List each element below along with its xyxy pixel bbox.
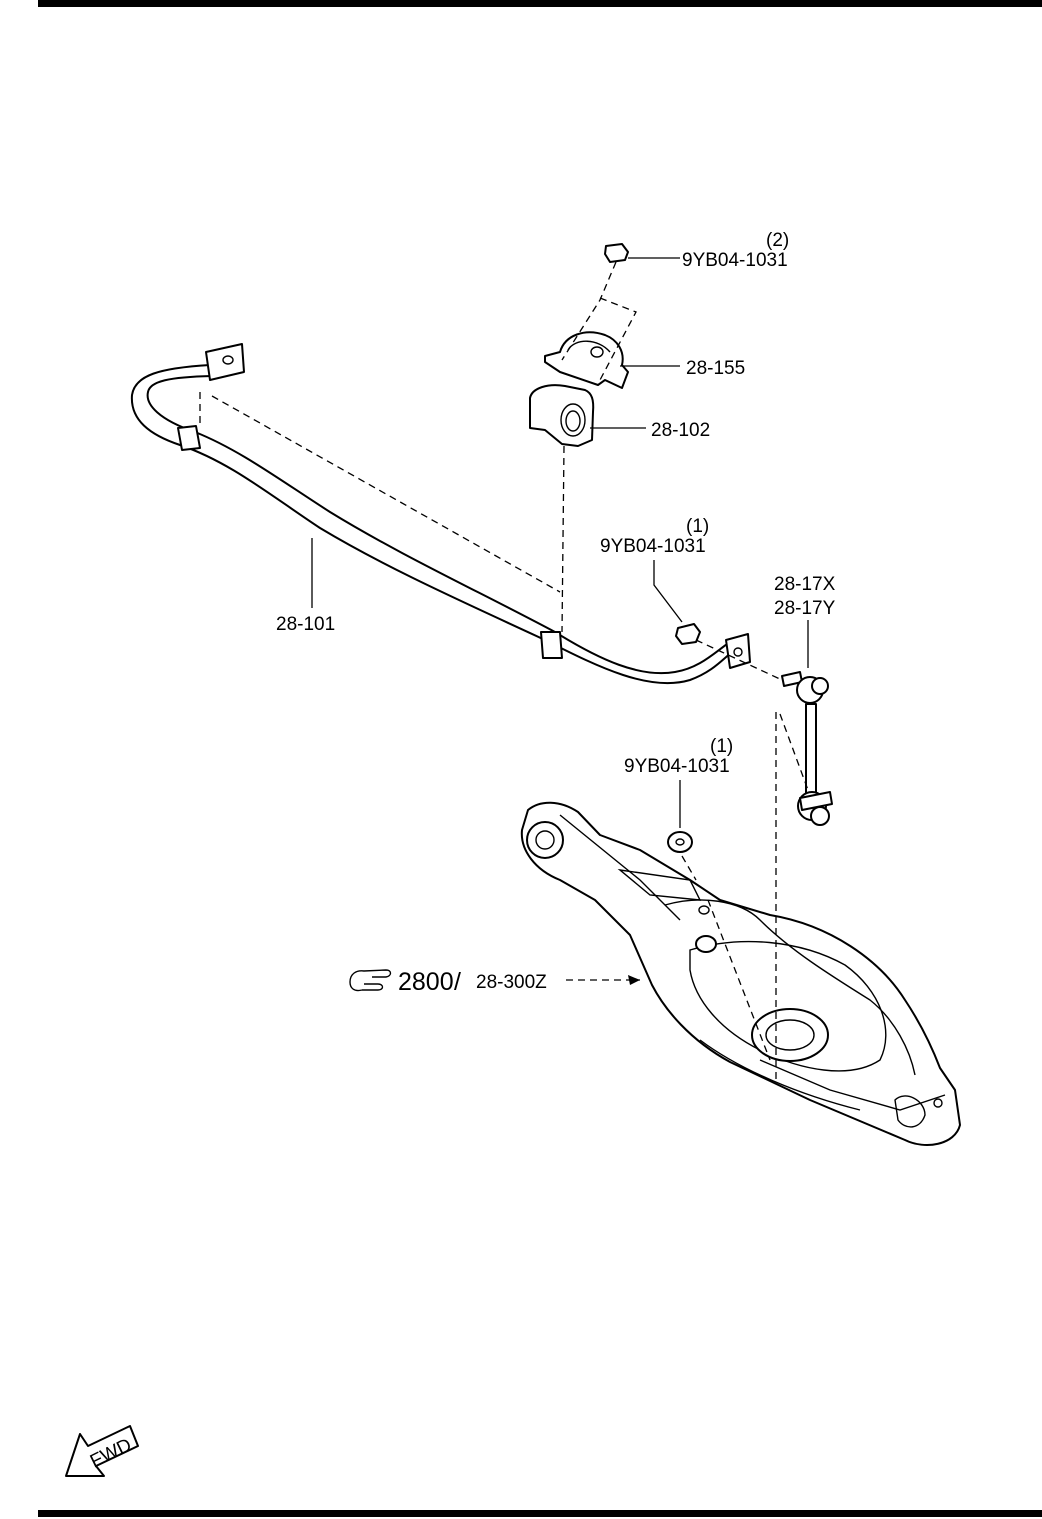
qty-label: (1)	[710, 736, 733, 757]
part-number-x-label: 28-17X	[774, 574, 836, 595]
qty-label: (2)	[766, 230, 789, 251]
part-number-label: 28-300Z	[476, 972, 547, 993]
callout-bushing: 28-102	[651, 420, 710, 441]
part-number-y-label: 28-17Y	[774, 598, 836, 619]
part-number-label: 9YB04-1031	[600, 536, 706, 557]
callout-lower-arm[interactable]: 2800 / 28-300Z	[349, 968, 547, 996]
lower-control-arm[interactable]	[520, 801, 961, 1146]
svg-text:/: /	[454, 968, 461, 996]
fwd-arrow-icon: FWD	[65, 1425, 139, 1477]
flange-nut-mid[interactable]	[675, 623, 701, 645]
callout-stabilizer: 28-101	[276, 614, 335, 635]
installation-guides	[199, 261, 809, 1080]
flange-nut-top[interactable]	[604, 243, 629, 263]
stabilizer-bar[interactable]	[130, 343, 751, 685]
flange-nut-low[interactable]	[667, 831, 693, 853]
reference-group-label: 2800	[398, 968, 454, 996]
part-number-label: 9YB04-1031	[624, 756, 730, 777]
callout-nut-low: (1) 9YB04-1031	[624, 736, 733, 777]
leader-lines	[311, 257, 809, 985]
part-number-label: 9YB04-1031	[682, 250, 788, 271]
top-border	[38, 0, 1042, 7]
callout-bracket: 28-155	[686, 358, 745, 379]
stabilizer-bushing[interactable]	[529, 384, 595, 447]
pointing-hand-icon	[349, 969, 392, 992]
bottom-border	[38, 1510, 1042, 1517]
qty-label: (1)	[686, 516, 709, 537]
stabilizer-link[interactable]	[781, 671, 833, 826]
callout-link: 28-17X 28-17Y	[774, 574, 836, 619]
callout-nut-mid: (1) 9YB04-1031	[600, 516, 709, 557]
callout-nut-top: (2) 9YB04-1031	[682, 230, 789, 271]
bushing-bracket[interactable]	[544, 331, 629, 389]
